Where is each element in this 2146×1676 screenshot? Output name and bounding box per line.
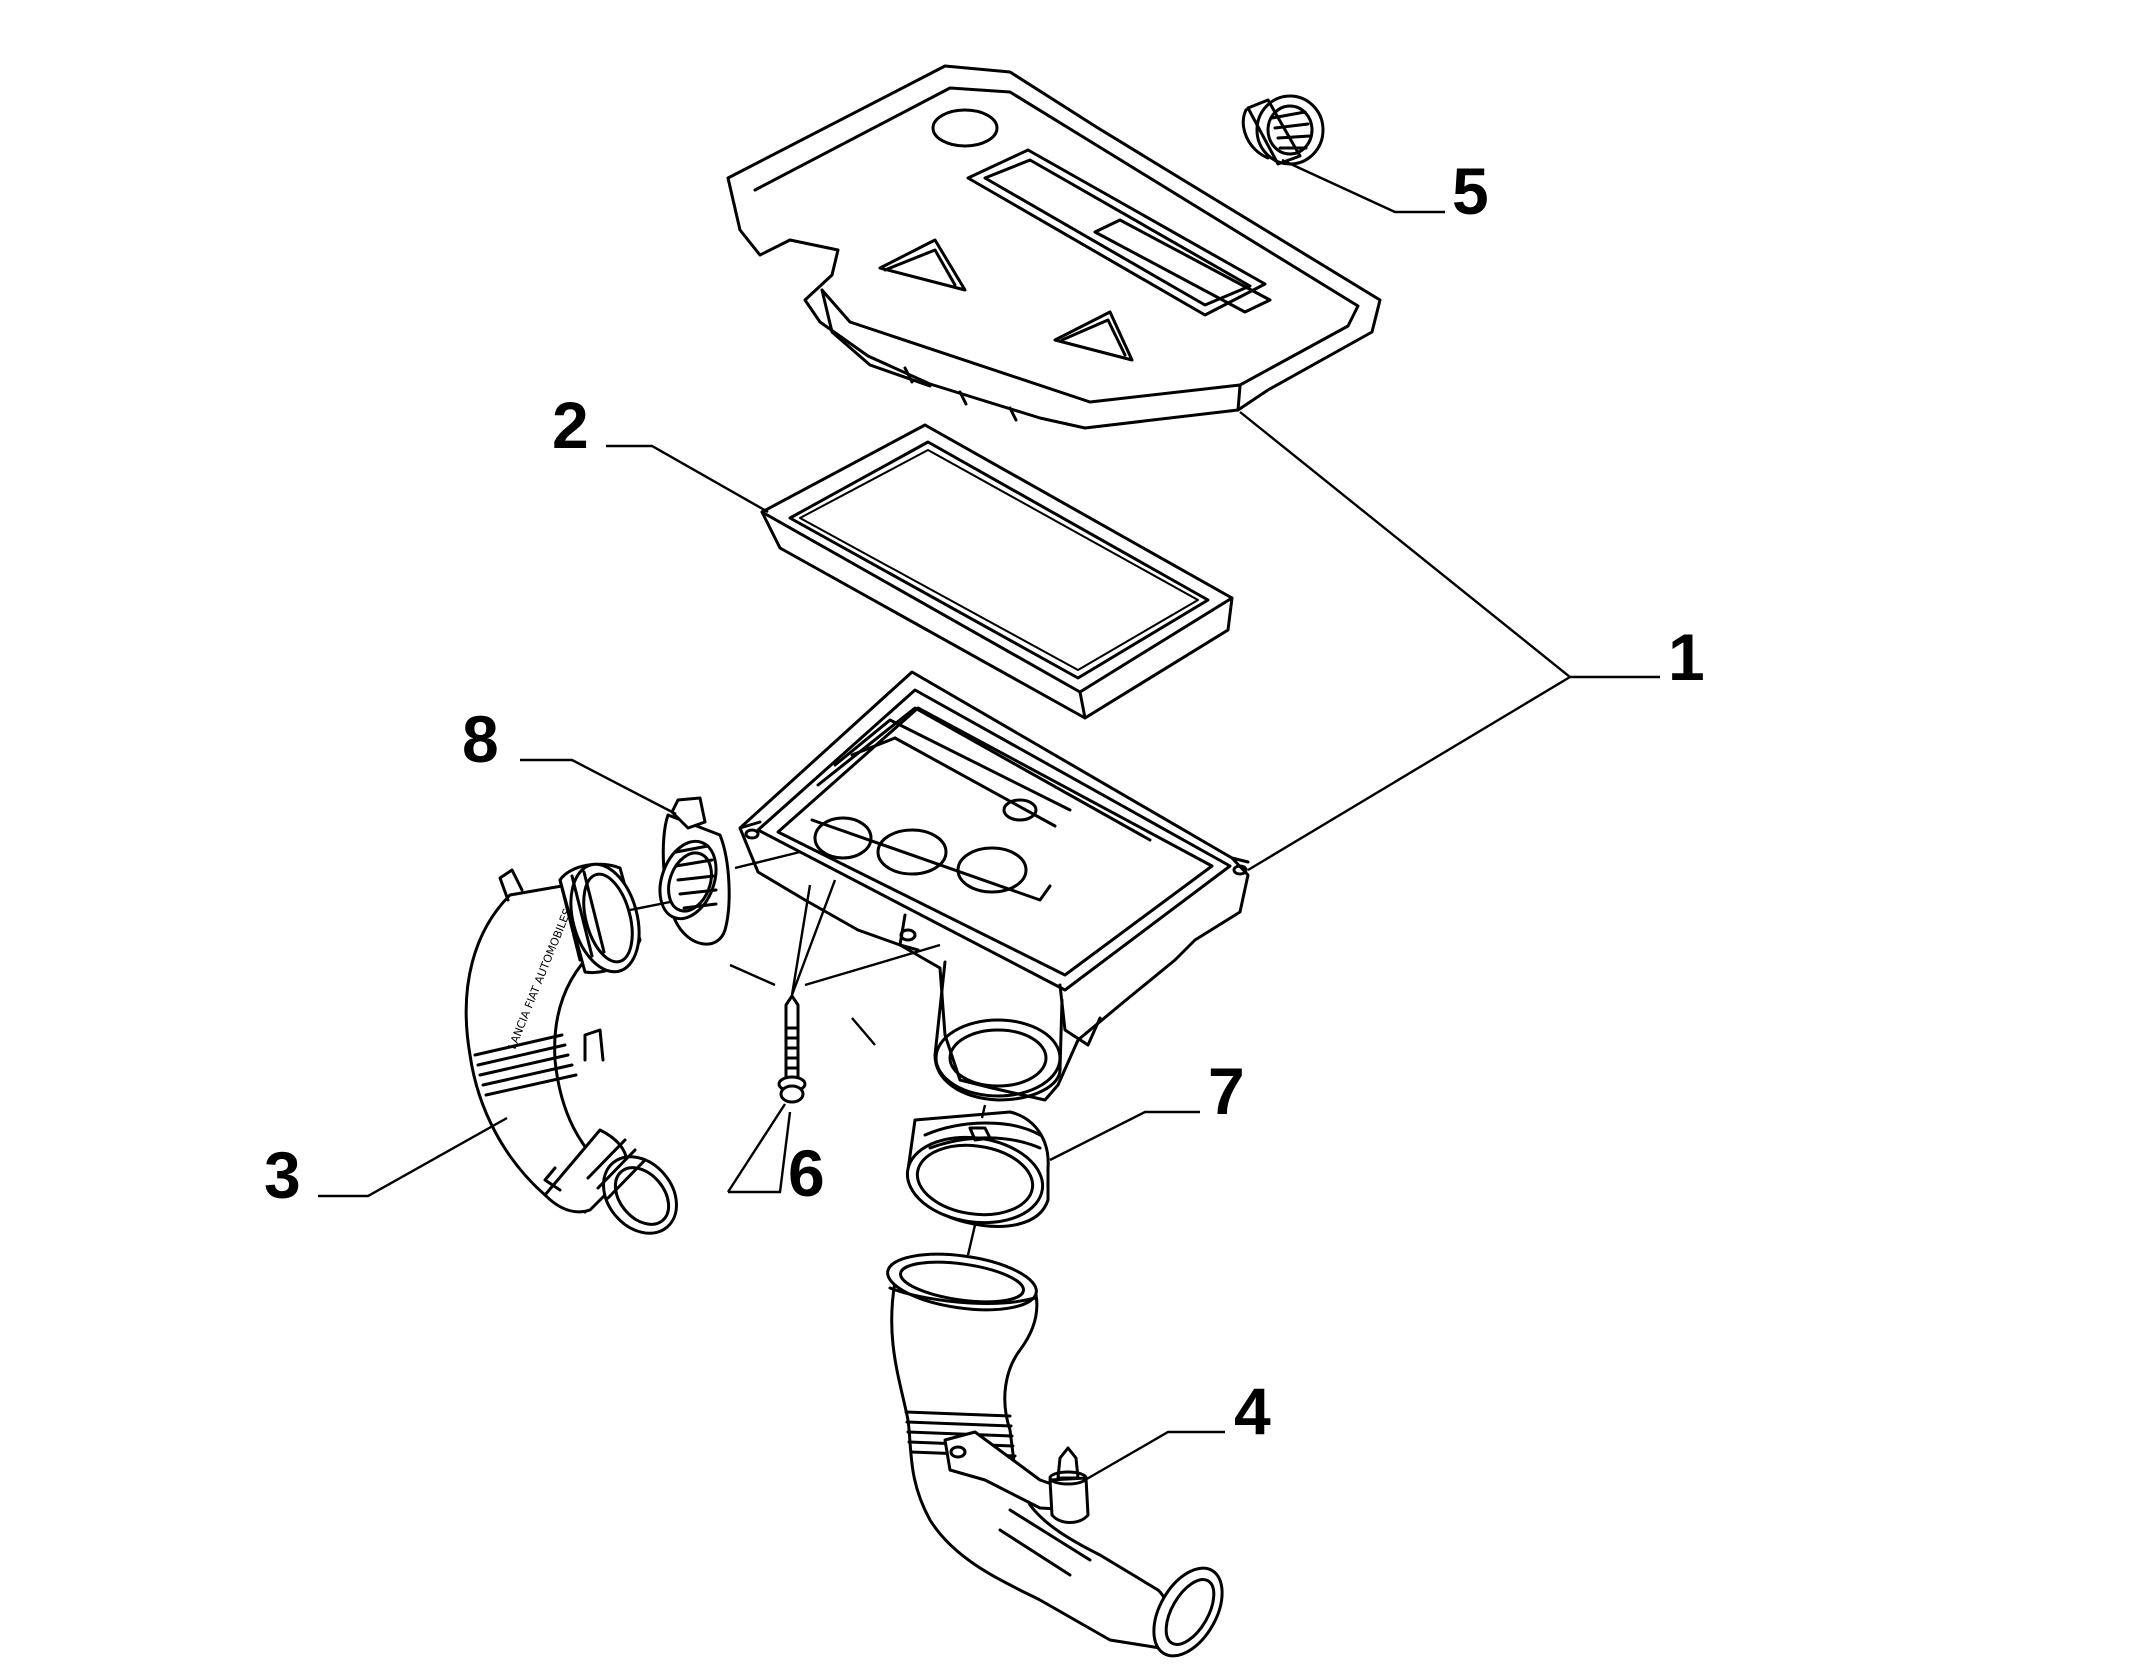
intake-hose-left[interactable]: LANCIA FIAT AUTOMOBILES <box>464 857 691 1248</box>
callout-7: 7 <box>1208 1054 1245 1128</box>
air-filter-housing-cover[interactable] <box>726 64 1382 430</box>
intake-duct-lower[interactable] <box>884 1246 1236 1668</box>
callout-2: 2 <box>552 388 589 462</box>
hose-clamp-upper[interactable] <box>650 796 731 946</box>
air-filter-housing-base[interactable] <box>738 670 1250 1102</box>
callout-6: 6 <box>788 1136 825 1210</box>
callout-8: 8 <box>462 702 499 776</box>
callout-4: 4 <box>1234 1374 1271 1448</box>
callout-1: 1 <box>1668 620 1705 694</box>
screw[interactable] <box>777 994 807 1104</box>
air-filter-element[interactable] <box>760 423 1234 720</box>
grommet[interactable] <box>1241 94 1325 166</box>
callout-labels: 1 2 3 4 5 6 7 8 <box>264 154 1705 1448</box>
callout-3: 3 <box>264 1138 301 1212</box>
leader-lines <box>318 158 1660 1482</box>
callout-5: 5 <box>1452 154 1489 228</box>
hose-clamp-lower[interactable] <box>902 1110 1050 1231</box>
